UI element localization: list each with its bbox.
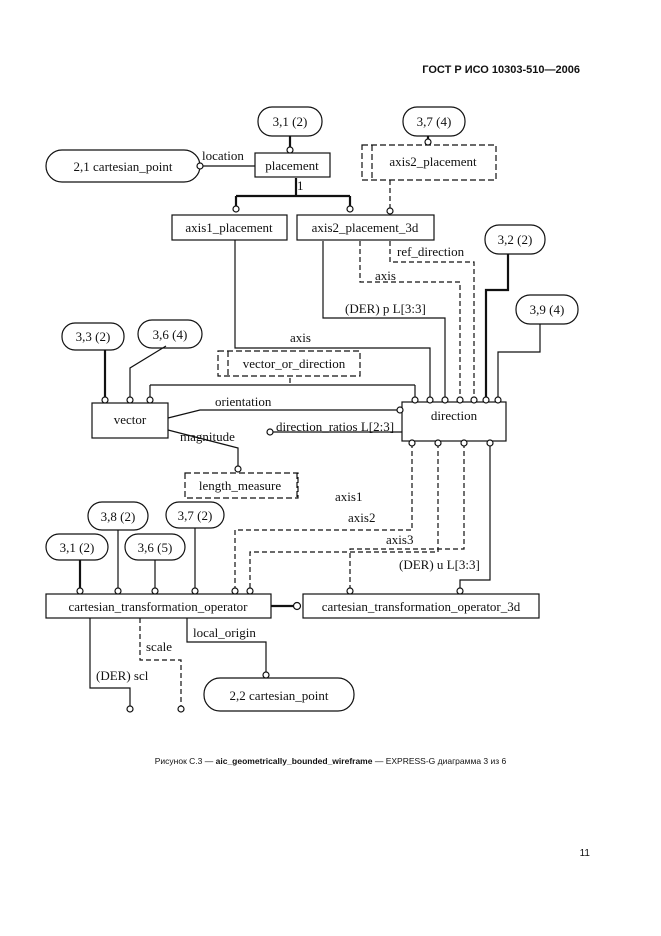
ref-37-bottom-label: 3,7 (2) bbox=[178, 508, 213, 523]
placement-box bbox=[254, 152, 331, 178]
cartesian-point-22-shape bbox=[203, 677, 355, 712]
axis2-placement-label: axis2_placement bbox=[389, 154, 477, 169]
caption-schema: aic_geometrically_bounded_wireframe bbox=[215, 756, 373, 766]
ref-38-shape bbox=[87, 501, 149, 531]
ref-31-bottom-shape bbox=[45, 533, 109, 561]
ref-39-shape bbox=[515, 294, 579, 325]
ref-38-label: 3,8 (2) bbox=[101, 509, 136, 524]
ref-33-shape bbox=[61, 322, 125, 351]
der-p-label: (DER) p L[3:3] bbox=[345, 301, 426, 316]
caption-prefix: Рисунок С.3 — bbox=[154, 756, 216, 766]
axis-ap3d-label: axis bbox=[375, 268, 396, 283]
caption-suffix: — EXPRESS-G диаграмма 3 из 6 bbox=[372, 756, 507, 766]
location-label: location bbox=[202, 148, 244, 163]
ref-direction-label: ref_direction bbox=[397, 244, 465, 259]
ref-32-shape bbox=[484, 224, 546, 255]
subtype-one-label: 1 bbox=[297, 178, 304, 193]
direction-ratios-label: direction_ratios L[2:3] bbox=[276, 419, 394, 434]
ref-31-top-shape bbox=[257, 106, 323, 137]
axis2-placement-3d-box bbox=[296, 214, 435, 241]
magnitude-label: magnitude bbox=[180, 429, 235, 444]
ref-36-top-label: 3,6 (4) bbox=[153, 327, 188, 342]
der-u-label: (DER) u L[3:3] bbox=[399, 557, 480, 572]
ctop-3d-box bbox=[302, 593, 540, 619]
local-origin-label: local_origin bbox=[193, 625, 256, 640]
axis3-label: axis3 bbox=[386, 532, 413, 547]
ref-37-bottom-shape bbox=[165, 501, 225, 529]
length-measure-label: length_measure bbox=[199, 478, 282, 493]
ref-32-label: 3,2 (2) bbox=[498, 232, 533, 247]
der-scl-label: (DER) scl bbox=[96, 668, 149, 683]
ref-36-top-shape bbox=[137, 319, 203, 349]
ref-37-top-shape bbox=[402, 106, 466, 137]
vector-or-direction-label: vector_or_direction bbox=[243, 356, 346, 371]
axis-a1p-label: axis bbox=[290, 330, 311, 345]
ref-37-top-label: 3,7 (4) bbox=[417, 114, 452, 129]
scale-label: scale bbox=[146, 639, 172, 654]
figure-caption: Рисунок С.3 — aic_geometrically_bounded_… bbox=[0, 756, 661, 766]
ref-31-top-label: 3,1 (2) bbox=[273, 114, 308, 129]
axis1-placement-box bbox=[171, 214, 288, 241]
cartesian-point-21-label: 2,1 cartesian_point bbox=[74, 159, 173, 174]
cartesian-point-22-label: 2,2 cartesian_point bbox=[230, 688, 329, 703]
ref-36-bottom-shape bbox=[124, 533, 186, 561]
orientation-label: orientation bbox=[215, 394, 272, 409]
document-header: ГОСТ Р ИСО 10303-510—2006 bbox=[422, 64, 580, 76]
ref-39-label: 3,9 (4) bbox=[530, 302, 565, 317]
placement-label: placement bbox=[265, 158, 319, 173]
ref-31-bottom-label: 3,1 (2) bbox=[60, 540, 95, 555]
ctop-3d-label: cartesian_transformation_operator_3d bbox=[322, 599, 521, 614]
vector-label: vector bbox=[114, 412, 147, 427]
vector-or-direction-box bbox=[217, 350, 361, 377]
length-measure-box bbox=[184, 472, 299, 499]
axis2-label: axis2 bbox=[348, 510, 375, 525]
page-number: 11 bbox=[579, 848, 590, 859]
ref-36-bottom-label: 3,6 (5) bbox=[138, 540, 173, 555]
direction-box bbox=[401, 401, 507, 442]
direction-label: direction bbox=[431, 408, 478, 423]
relationship-end-circles bbox=[76, 138, 502, 713]
ctop-label: cartesian_transformation_operator bbox=[68, 599, 248, 614]
ref-33-label: 3,3 (2) bbox=[76, 329, 111, 344]
axis1-label: axis1 bbox=[335, 489, 362, 504]
axis2-placement-3d-label: axis2_placement_3d bbox=[312, 220, 419, 235]
ctop-box bbox=[45, 593, 272, 619]
axis1-placement-label: axis1_placement bbox=[185, 220, 273, 235]
